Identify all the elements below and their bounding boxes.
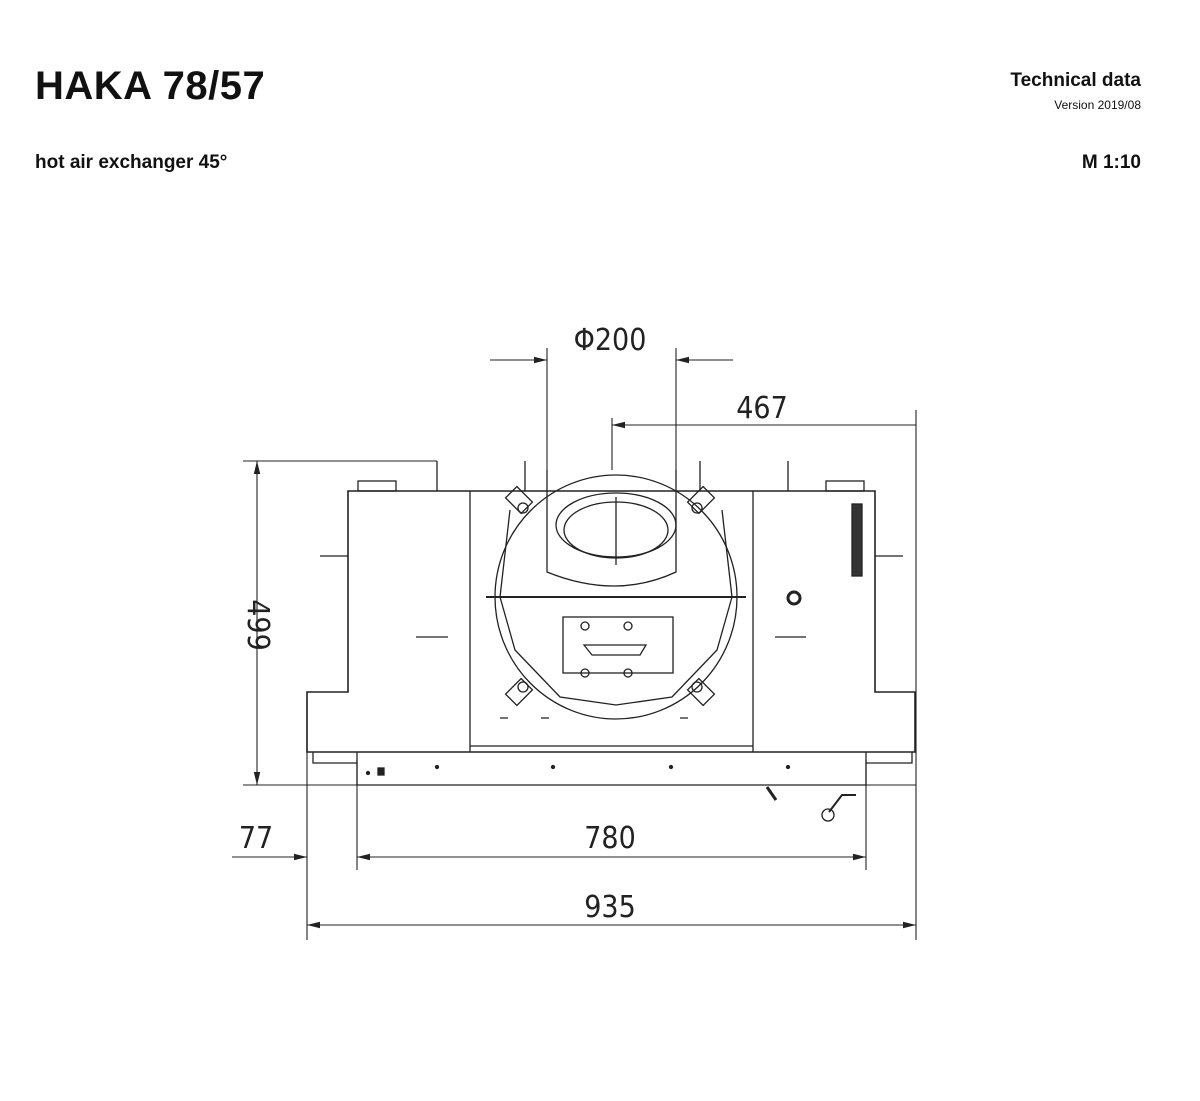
dimension-lines — [232, 348, 917, 940]
unit-outline — [306, 461, 916, 822]
dimension-side-offset: 77 — [239, 821, 273, 856]
dimension-height: 499 — [240, 599, 275, 651]
page-subtitle: hot air exchanger 45° — [35, 152, 228, 173]
page-title: HAKA 78/57 — [35, 64, 266, 108]
dimension-flue-diameter: Φ200 — [574, 323, 647, 358]
bolt-icons — [504, 485, 716, 707]
document-type: Technical data — [1010, 70, 1141, 91]
dimension-inner-width: 780 — [584, 821, 636, 856]
dimension-overall-width: 935 — [584, 890, 636, 925]
version-label: Version 2019/08 — [1054, 98, 1141, 112]
dimension-flue-offset: 467 — [736, 391, 788, 426]
scale-label: M 1:10 — [1081, 152, 1141, 173]
